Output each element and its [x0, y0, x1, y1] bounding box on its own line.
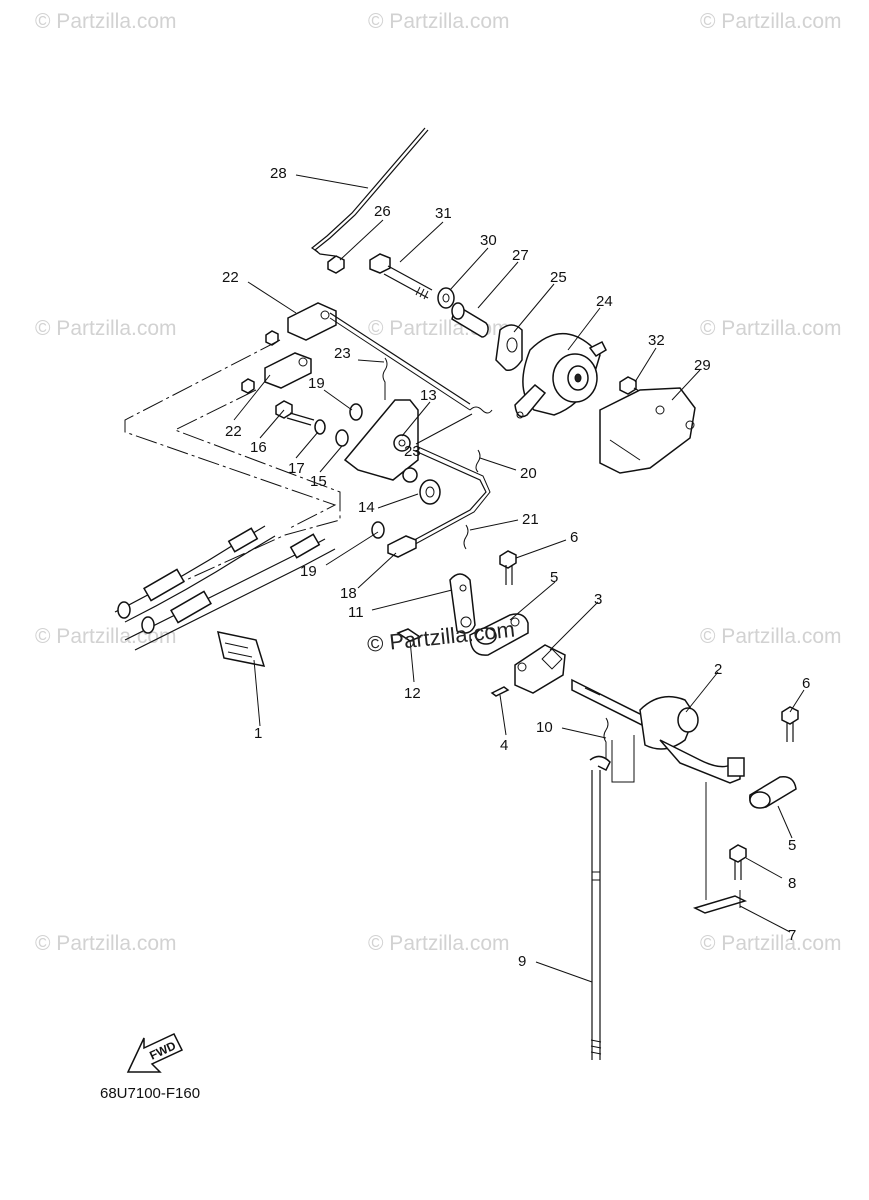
part-10-clip — [603, 717, 609, 762]
callout-19: 19 — [308, 375, 325, 392]
part-19-washer-upper — [349, 403, 363, 421]
part-9-rod — [589, 755, 611, 1060]
watermark-group: © Partzilla.com © Partzilla.com © Partzi… — [35, 10, 842, 955]
callout-9: 9 — [518, 953, 526, 970]
callout-17: 17 — [288, 460, 305, 477]
callout-6: 6 — [802, 675, 810, 692]
callout-labels: 28 26 31 30 27 25 24 32 29 22 23 19 13 2… — [222, 165, 810, 970]
part-7-plate — [692, 895, 748, 914]
watermark: © Partzilla.com — [700, 317, 842, 340]
part-23-clip-upper — [382, 357, 388, 400]
diagram-code: 68U7100-F160 — [100, 1085, 200, 1102]
part-4-pin — [490, 686, 510, 697]
part-23-clip-lower — [469, 406, 493, 414]
watermark: © Partzilla.com — [700, 932, 842, 955]
part-5-clamp-lower — [749, 776, 797, 809]
part-16-bolt — [275, 400, 315, 426]
callout-15: 15 — [310, 473, 327, 490]
part-18-joint — [387, 535, 417, 558]
part-8-bolt — [729, 844, 747, 880]
callout-31: 31 — [435, 205, 452, 222]
callout-21: 21 — [522, 511, 539, 528]
callout-4: 4 — [500, 737, 508, 754]
part-31-bolt — [369, 253, 433, 300]
callout-8: 8 — [788, 875, 796, 892]
callout-7: 7 — [788, 927, 796, 944]
callout-26: 26 — [374, 203, 391, 220]
part-27-sleeve — [451, 302, 489, 338]
part-20-clip — [475, 449, 481, 473]
callout-24: 24 — [596, 293, 613, 310]
nut-icon — [241, 378, 255, 394]
part-1-tag — [217, 631, 266, 667]
part-6-bolt-lower — [781, 706, 799, 742]
assembly-bracket-lines — [611, 735, 741, 908]
callout-25: 25 — [550, 269, 567, 286]
part-link-rod-2 — [329, 312, 471, 411]
callout-5: 5 — [550, 569, 558, 586]
part-14-collar — [419, 479, 441, 505]
callout-1: 1 — [254, 725, 262, 742]
part-17-washer — [314, 419, 326, 435]
callout-13: 13 — [420, 387, 437, 404]
callout-28: 28 — [270, 165, 287, 182]
nut-icon — [265, 330, 279, 346]
callout-12: 12 — [404, 685, 421, 702]
callout-3: 3 — [594, 591, 602, 608]
callout-19: 19 — [300, 563, 317, 580]
callout-11: 11 — [348, 604, 364, 621]
part-24-lever — [514, 383, 547, 419]
watermark: © Partzilla.com — [368, 932, 510, 955]
part-25-bracket — [495, 324, 523, 372]
part-6-bolt-upper — [499, 550, 517, 585]
watermark: © Partzilla.com — [700, 625, 842, 648]
part-5-clamp-upper — [469, 613, 529, 656]
part-12-pin — [396, 628, 422, 642]
callout-32: 32 — [648, 332, 665, 349]
part-19-washer-lower — [371, 521, 385, 539]
callout-20: 20 — [520, 465, 537, 482]
part-26-clip — [327, 255, 345, 274]
callout-29: 29 — [694, 357, 711, 374]
cable-routing — [114, 339, 341, 651]
callout-5: 5 — [788, 837, 796, 854]
callout-6: 6 — [570, 529, 578, 546]
watermark: © Partzilla.com — [35, 10, 177, 33]
callout-10: 10 — [536, 719, 553, 736]
part-22-joint-upper — [287, 302, 337, 341]
watermark: © Partzilla.com — [35, 932, 177, 955]
part-2-shift-shaft — [571, 678, 745, 784]
part-13-sector — [343, 399, 419, 483]
part-22-joint-lower — [264, 352, 312, 389]
leader-lines — [233, 174, 805, 983]
part-21-clip — [463, 524, 469, 550]
callout-2: 2 — [714, 661, 722, 678]
part-29-plate — [599, 387, 696, 474]
callout-22: 22 — [225, 423, 242, 440]
callout-22: 22 — [222, 269, 239, 286]
part-15-washer — [335, 429, 349, 447]
callout-18: 18 — [340, 585, 357, 602]
watermark: © Partzilla.com — [700, 10, 842, 33]
callout-23: 23 — [334, 345, 351, 362]
part-link-rod — [404, 445, 491, 549]
watermark: © Partzilla.com — [35, 317, 177, 340]
callout-27: 27 — [512, 247, 529, 264]
watermark: © Partzilla.com — [35, 625, 177, 648]
part-30-washer — [437, 287, 455, 309]
callout-14: 14 — [358, 499, 375, 516]
callout-23: 23 — [404, 443, 421, 460]
part-11-lever — [449, 573, 476, 634]
watermark: © Partzilla.com — [368, 10, 510, 33]
fwd-arrow-icon: FWD — [126, 1033, 184, 1073]
callout-16: 16 — [250, 439, 267, 456]
callout-30: 30 — [480, 232, 497, 249]
part-3-shift-arm — [514, 644, 566, 694]
part-28-rod — [310, 127, 429, 257]
